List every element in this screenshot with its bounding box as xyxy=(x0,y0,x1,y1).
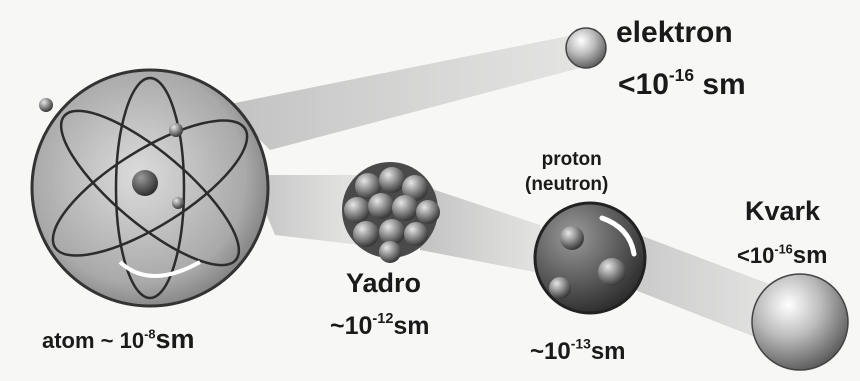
beam-to-proton xyxy=(420,185,550,275)
quark-name: Kvark xyxy=(745,196,820,226)
quark-size-label: <10-16sm xyxy=(737,244,827,268)
quark-sphere xyxy=(752,274,848,370)
electron-size-label: <10-16 sm xyxy=(618,70,746,100)
neutron-name: (neutron) xyxy=(525,175,608,194)
proton-size-label: ~10-13sm xyxy=(530,340,626,364)
nucleus-name: Yadro xyxy=(346,268,421,298)
proton-name: proton xyxy=(535,150,608,169)
electron-sphere xyxy=(566,28,606,68)
nucleus-label: Yadro xyxy=(346,270,421,297)
atom-sphere xyxy=(32,70,268,306)
beam-to-electron xyxy=(225,34,595,150)
quark-label: Kvark xyxy=(745,198,820,225)
atom-size-label: atom ~ 10-8sm xyxy=(42,326,194,353)
proton-label: proton (neutron) xyxy=(535,150,608,194)
nucleus-size-label: ~10-12sm xyxy=(330,314,430,339)
electron-name: elektron xyxy=(616,16,733,49)
proton-sphere xyxy=(535,203,645,313)
electron-label: elektron xyxy=(616,18,733,48)
